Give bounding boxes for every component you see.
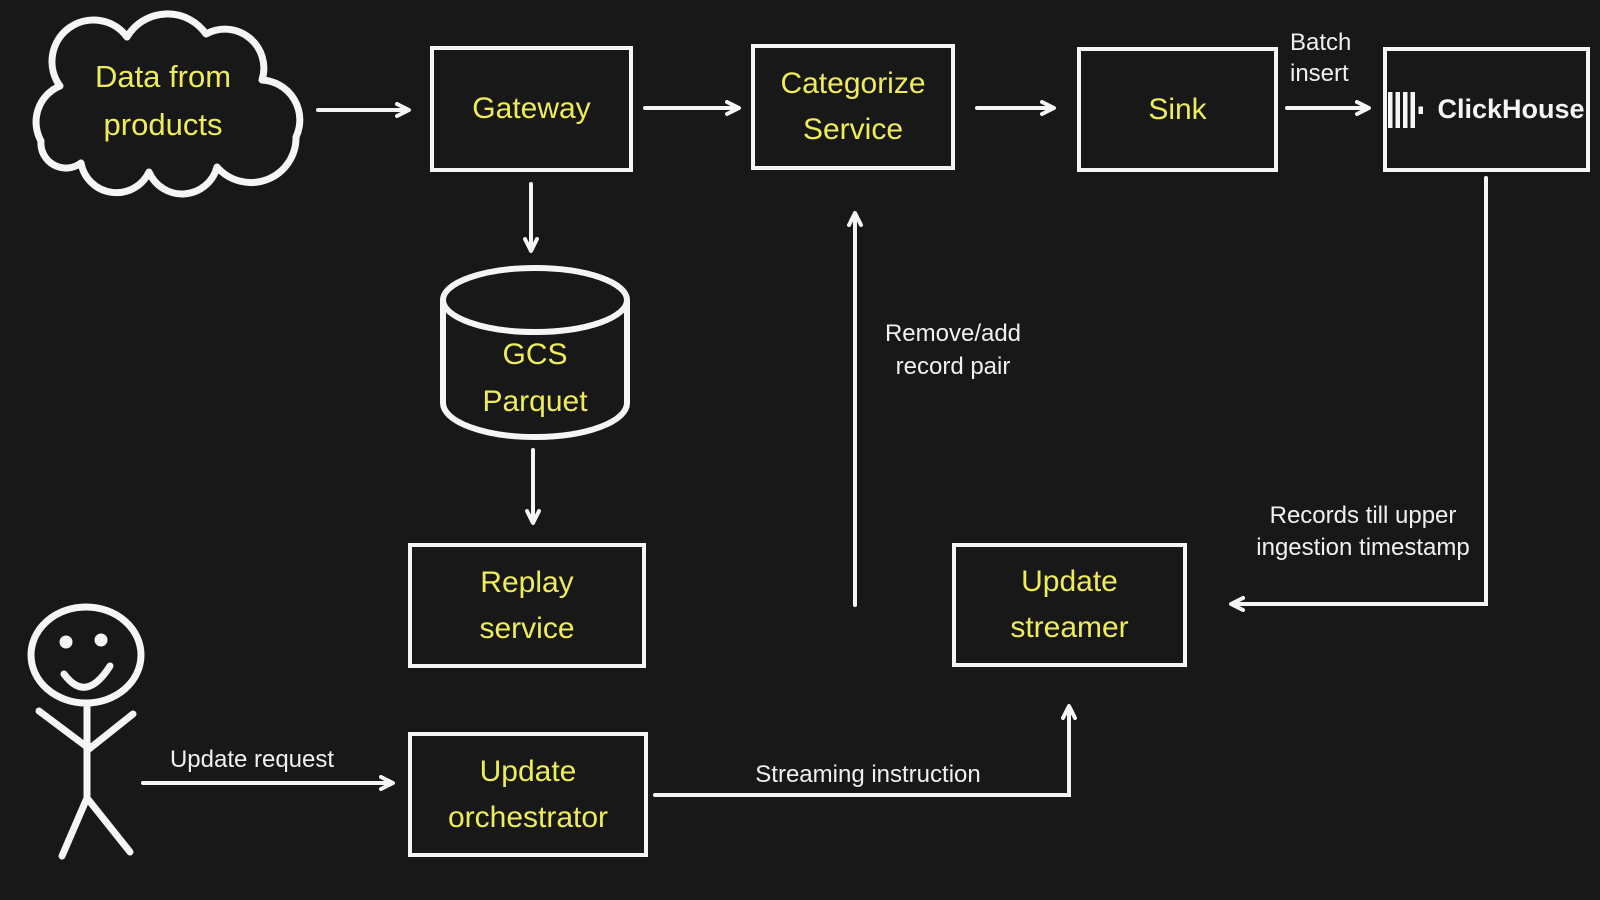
gcs-parquet-node-label: GCS Parquet: [482, 338, 588, 418]
update-streamer-node-label: Update streamer: [1010, 565, 1129, 644]
user-stick-figure-icon: [27, 603, 145, 860]
gateway-node-label: Gateway: [472, 92, 591, 125]
categorize-service-node: Categorize Service: [751, 44, 955, 170]
cloud-node-label: Data from products: [94, 59, 232, 142]
clickhouse-logo-icon: [1388, 91, 1424, 128]
clickhouse-node-label: ClickHouse: [1437, 94, 1585, 124]
replay-service-node: Replay service: [408, 543, 646, 668]
remove-add-record-pair-edge-label: Remove/add record pair: [884, 320, 1022, 380]
records-till-upper-edge-label: Records till upper ingestion timestamp: [1256, 502, 1470, 561]
gateway-node: Gateway: [430, 46, 633, 172]
streaming-instruction-edge-label: Streaming instruction: [755, 761, 981, 788]
sink-node-label: Sink: [1148, 92, 1207, 126]
batch-insert-edge-label: Batch insert: [1290, 29, 1352, 87]
database-cylinder-shape: [440, 265, 630, 440]
update-orchestrator-node: Update orchestrator: [408, 732, 648, 857]
replay-service-node-label: Replay service: [479, 565, 575, 645]
edge-clickhouse-to-streamer: [1229, 176, 1488, 612]
update-streamer-node: Update streamer: [952, 543, 1187, 667]
sink-node: Sink: [1077, 47, 1278, 172]
clickhouse-node: ClickHouse: [1383, 47, 1590, 172]
update-orchestrator-node-label: Update orchestrator: [447, 754, 609, 834]
update-request-edge-label: Update request: [169, 746, 335, 773]
cloud-shape: [32, 10, 304, 198]
edge-orchestrator-to-streamer: [653, 704, 1077, 797]
categorize-service-node-label: Categorize Service: [780, 67, 926, 146]
